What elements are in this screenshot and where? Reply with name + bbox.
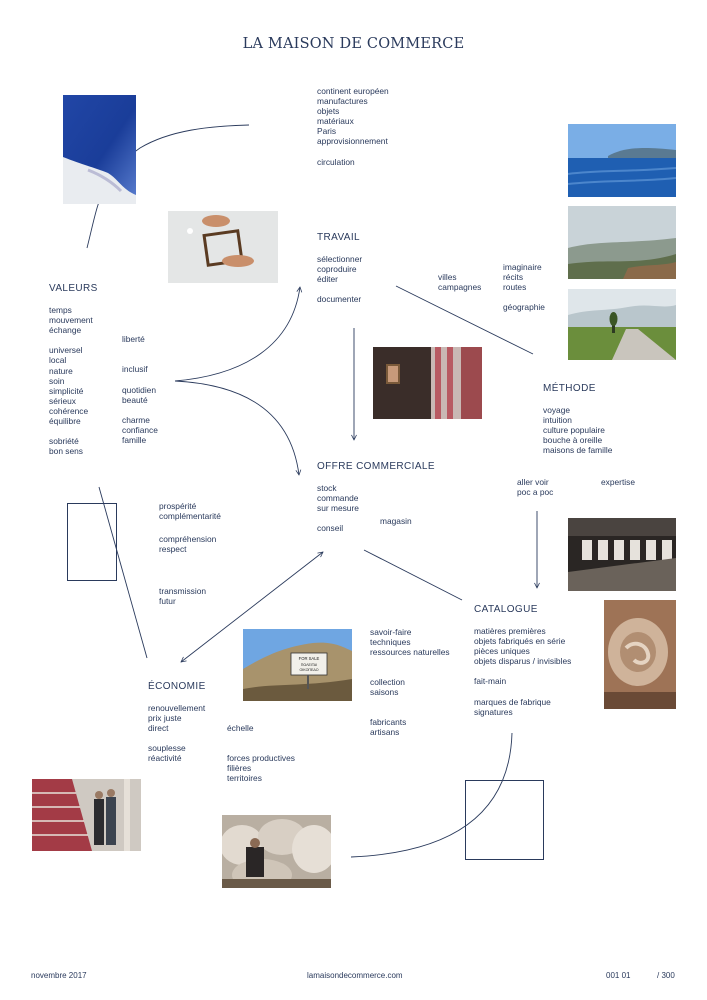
- offre-heading: OFFRE COMMERCIALE: [317, 461, 435, 472]
- photo-stairs-men: [32, 779, 141, 851]
- sign-line-2: ΠΩΛΕΙΤΑΙ: [301, 663, 317, 667]
- line-offre-catalogue: [363, 549, 463, 601]
- offre-aside: magasin: [380, 516, 412, 526]
- footer-date: novembre 2017: [31, 971, 87, 980]
- valeurs-col2a: liberté: [122, 334, 145, 344]
- page-title: LA MAISON DE COMMERCE: [242, 36, 465, 52]
- curve-valeurs-offre: [174, 380, 299, 475]
- valeurs-col2b: inclusif: [122, 364, 148, 374]
- photo-misty-hills: [568, 206, 676, 279]
- footer-code: 001 01: [606, 971, 631, 980]
- photo-spools: [568, 518, 676, 591]
- economie-aside1: échelle: [227, 723, 254, 733]
- methode-heading: MÉTHODE: [543, 383, 596, 394]
- valeurs-heading: VALEURS: [49, 283, 98, 294]
- photo-man-bales: [222, 815, 331, 888]
- sign-line-1: FOR SALE: [299, 656, 320, 661]
- photo-country-road: [568, 289, 676, 360]
- photo-clay-bowl: [604, 600, 676, 709]
- catalogue-heading: CATALOGUE: [474, 604, 538, 615]
- photo-blue-fabric: [63, 95, 136, 204]
- methode-aside-right: expertise: [601, 477, 635, 487]
- line-travail-methode: [395, 285, 534, 355]
- photo-for-sale-sign: FOR SALE ΠΩΛΕΙΤΑΙ ΟΙΚΟΠΕΔΟ: [243, 629, 352, 701]
- empty-frame-bottom: [465, 780, 544, 860]
- photo-interior-curtain: [373, 347, 482, 419]
- curve-top-left: [86, 124, 250, 249]
- footer-site-link[interactable]: lamaisondecommerce.com: [307, 971, 403, 980]
- photo-sea-wake: [568, 124, 676, 197]
- travail-heading: TRAVAIL: [317, 232, 360, 243]
- line-left-diagonal: [98, 486, 148, 659]
- photo-hands-frame: [168, 211, 278, 283]
- empty-frame-left: [67, 503, 117, 581]
- line-offre-economie: [181, 552, 323, 662]
- footer-total: / 300: [657, 971, 675, 980]
- curve-bottom: [350, 732, 513, 858]
- economie-heading: ÉCONOMIE: [148, 681, 206, 692]
- curve-valeurs-travail: [174, 287, 300, 382]
- sign-line-3: ΟΙΚΟΠΕΔΟ: [300, 668, 319, 672]
